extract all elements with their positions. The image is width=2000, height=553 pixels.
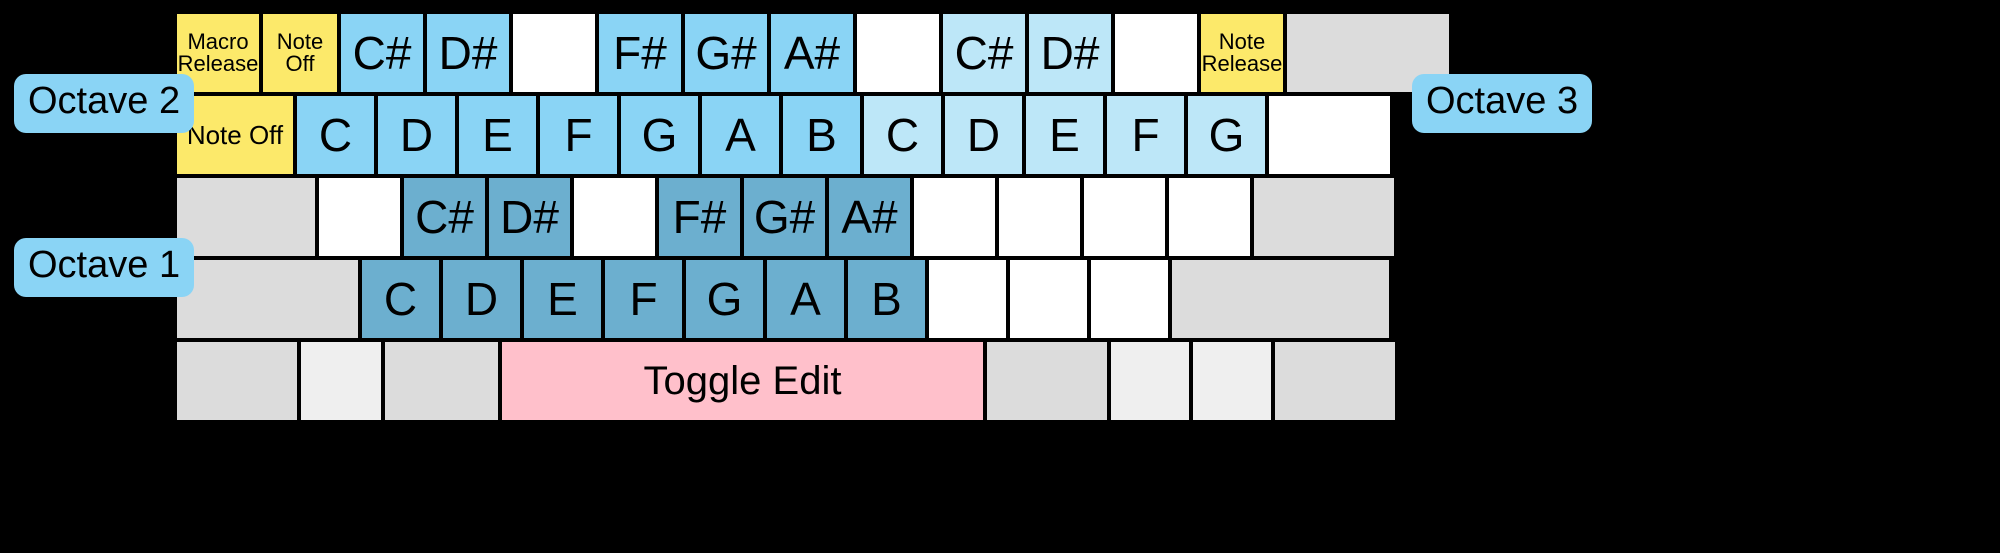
key-blank[interactable] bbox=[175, 258, 360, 340]
key-a-sharp[interactable]: A# bbox=[769, 12, 855, 94]
key-a-sharp[interactable]: A# bbox=[827, 176, 912, 258]
octave-2-badge: Octave 2 bbox=[14, 74, 195, 133]
key-d-sharp[interactable]: D# bbox=[487, 176, 572, 258]
key-g[interactable]: G bbox=[1186, 94, 1267, 176]
octave-3-badge-label: Octave 3 bbox=[1426, 80, 1579, 122]
key-a[interactable]: A bbox=[700, 94, 781, 176]
key-blank[interactable] bbox=[511, 12, 597, 94]
key-g[interactable]: G bbox=[619, 94, 700, 176]
key-blank[interactable] bbox=[1113, 12, 1199, 94]
key-blank[interactable] bbox=[985, 340, 1109, 422]
key-c-sharp[interactable]: C# bbox=[339, 12, 425, 94]
key-e[interactable]: E bbox=[1024, 94, 1105, 176]
key-b[interactable]: B bbox=[781, 94, 862, 176]
key-c[interactable]: C bbox=[360, 258, 441, 340]
key-blank[interactable] bbox=[1191, 340, 1273, 422]
key-blank[interactable] bbox=[855, 12, 941, 94]
key-blank[interactable] bbox=[1109, 340, 1191, 422]
key-e[interactable]: E bbox=[457, 94, 538, 176]
key-blank[interactable] bbox=[572, 176, 657, 258]
key-d[interactable]: D bbox=[441, 258, 522, 340]
key-f-sharp[interactable]: F# bbox=[657, 176, 742, 258]
key-blank[interactable] bbox=[912, 176, 997, 258]
key-e[interactable]: E bbox=[522, 258, 603, 340]
octave-3-badge: Octave 3 bbox=[1412, 74, 1593, 133]
key-blank[interactable] bbox=[175, 176, 317, 258]
key-toggle-edit[interactable]: Toggle Edit bbox=[500, 340, 985, 422]
key-g[interactable]: G bbox=[684, 258, 765, 340]
key-blank[interactable] bbox=[175, 340, 299, 422]
key-c-sharp[interactable]: C# bbox=[402, 176, 487, 258]
key-note-release[interactable]: Note Release bbox=[1199, 12, 1285, 94]
key-blank[interactable] bbox=[1082, 176, 1167, 258]
key-blank[interactable] bbox=[1170, 258, 1391, 340]
key-g-sharp[interactable]: G# bbox=[683, 12, 769, 94]
key-blank[interactable] bbox=[1252, 176, 1396, 258]
key-a[interactable]: A bbox=[765, 258, 846, 340]
key-note-off[interactable]: Note Off bbox=[261, 12, 339, 94]
key-c[interactable]: C bbox=[295, 94, 376, 176]
key-f[interactable]: F bbox=[603, 258, 684, 340]
key-blank[interactable] bbox=[997, 176, 1082, 258]
key-blank[interactable] bbox=[383, 340, 500, 422]
key-blank[interactable] bbox=[1089, 258, 1170, 340]
octave-1-badge: Octave 1 bbox=[14, 238, 195, 297]
key-d[interactable]: D bbox=[943, 94, 1024, 176]
key-blank[interactable] bbox=[927, 258, 1008, 340]
key-f[interactable]: F bbox=[538, 94, 619, 176]
key-d-sharp[interactable]: D# bbox=[1027, 12, 1113, 94]
key-f[interactable]: F bbox=[1105, 94, 1186, 176]
key-blank[interactable] bbox=[299, 340, 383, 422]
key-blank[interactable] bbox=[1167, 176, 1252, 258]
key-b[interactable]: B bbox=[846, 258, 927, 340]
key-c-sharp[interactable]: C# bbox=[941, 12, 1027, 94]
key-blank[interactable] bbox=[1267, 94, 1392, 176]
key-f-sharp[interactable]: F# bbox=[597, 12, 683, 94]
key-blank[interactable] bbox=[1273, 340, 1397, 422]
key-d[interactable]: D bbox=[376, 94, 457, 176]
key-blank[interactable] bbox=[1008, 258, 1089, 340]
key-c[interactable]: C bbox=[862, 94, 943, 176]
octave-1-badge-label: Octave 1 bbox=[28, 244, 181, 286]
key-g-sharp[interactable]: G# bbox=[742, 176, 827, 258]
key-d-sharp[interactable]: D# bbox=[425, 12, 511, 94]
key-blank[interactable] bbox=[317, 176, 402, 258]
key-note-off[interactable]: Note Off bbox=[175, 94, 295, 176]
octave-2-badge-label: Octave 2 bbox=[28, 80, 181, 122]
